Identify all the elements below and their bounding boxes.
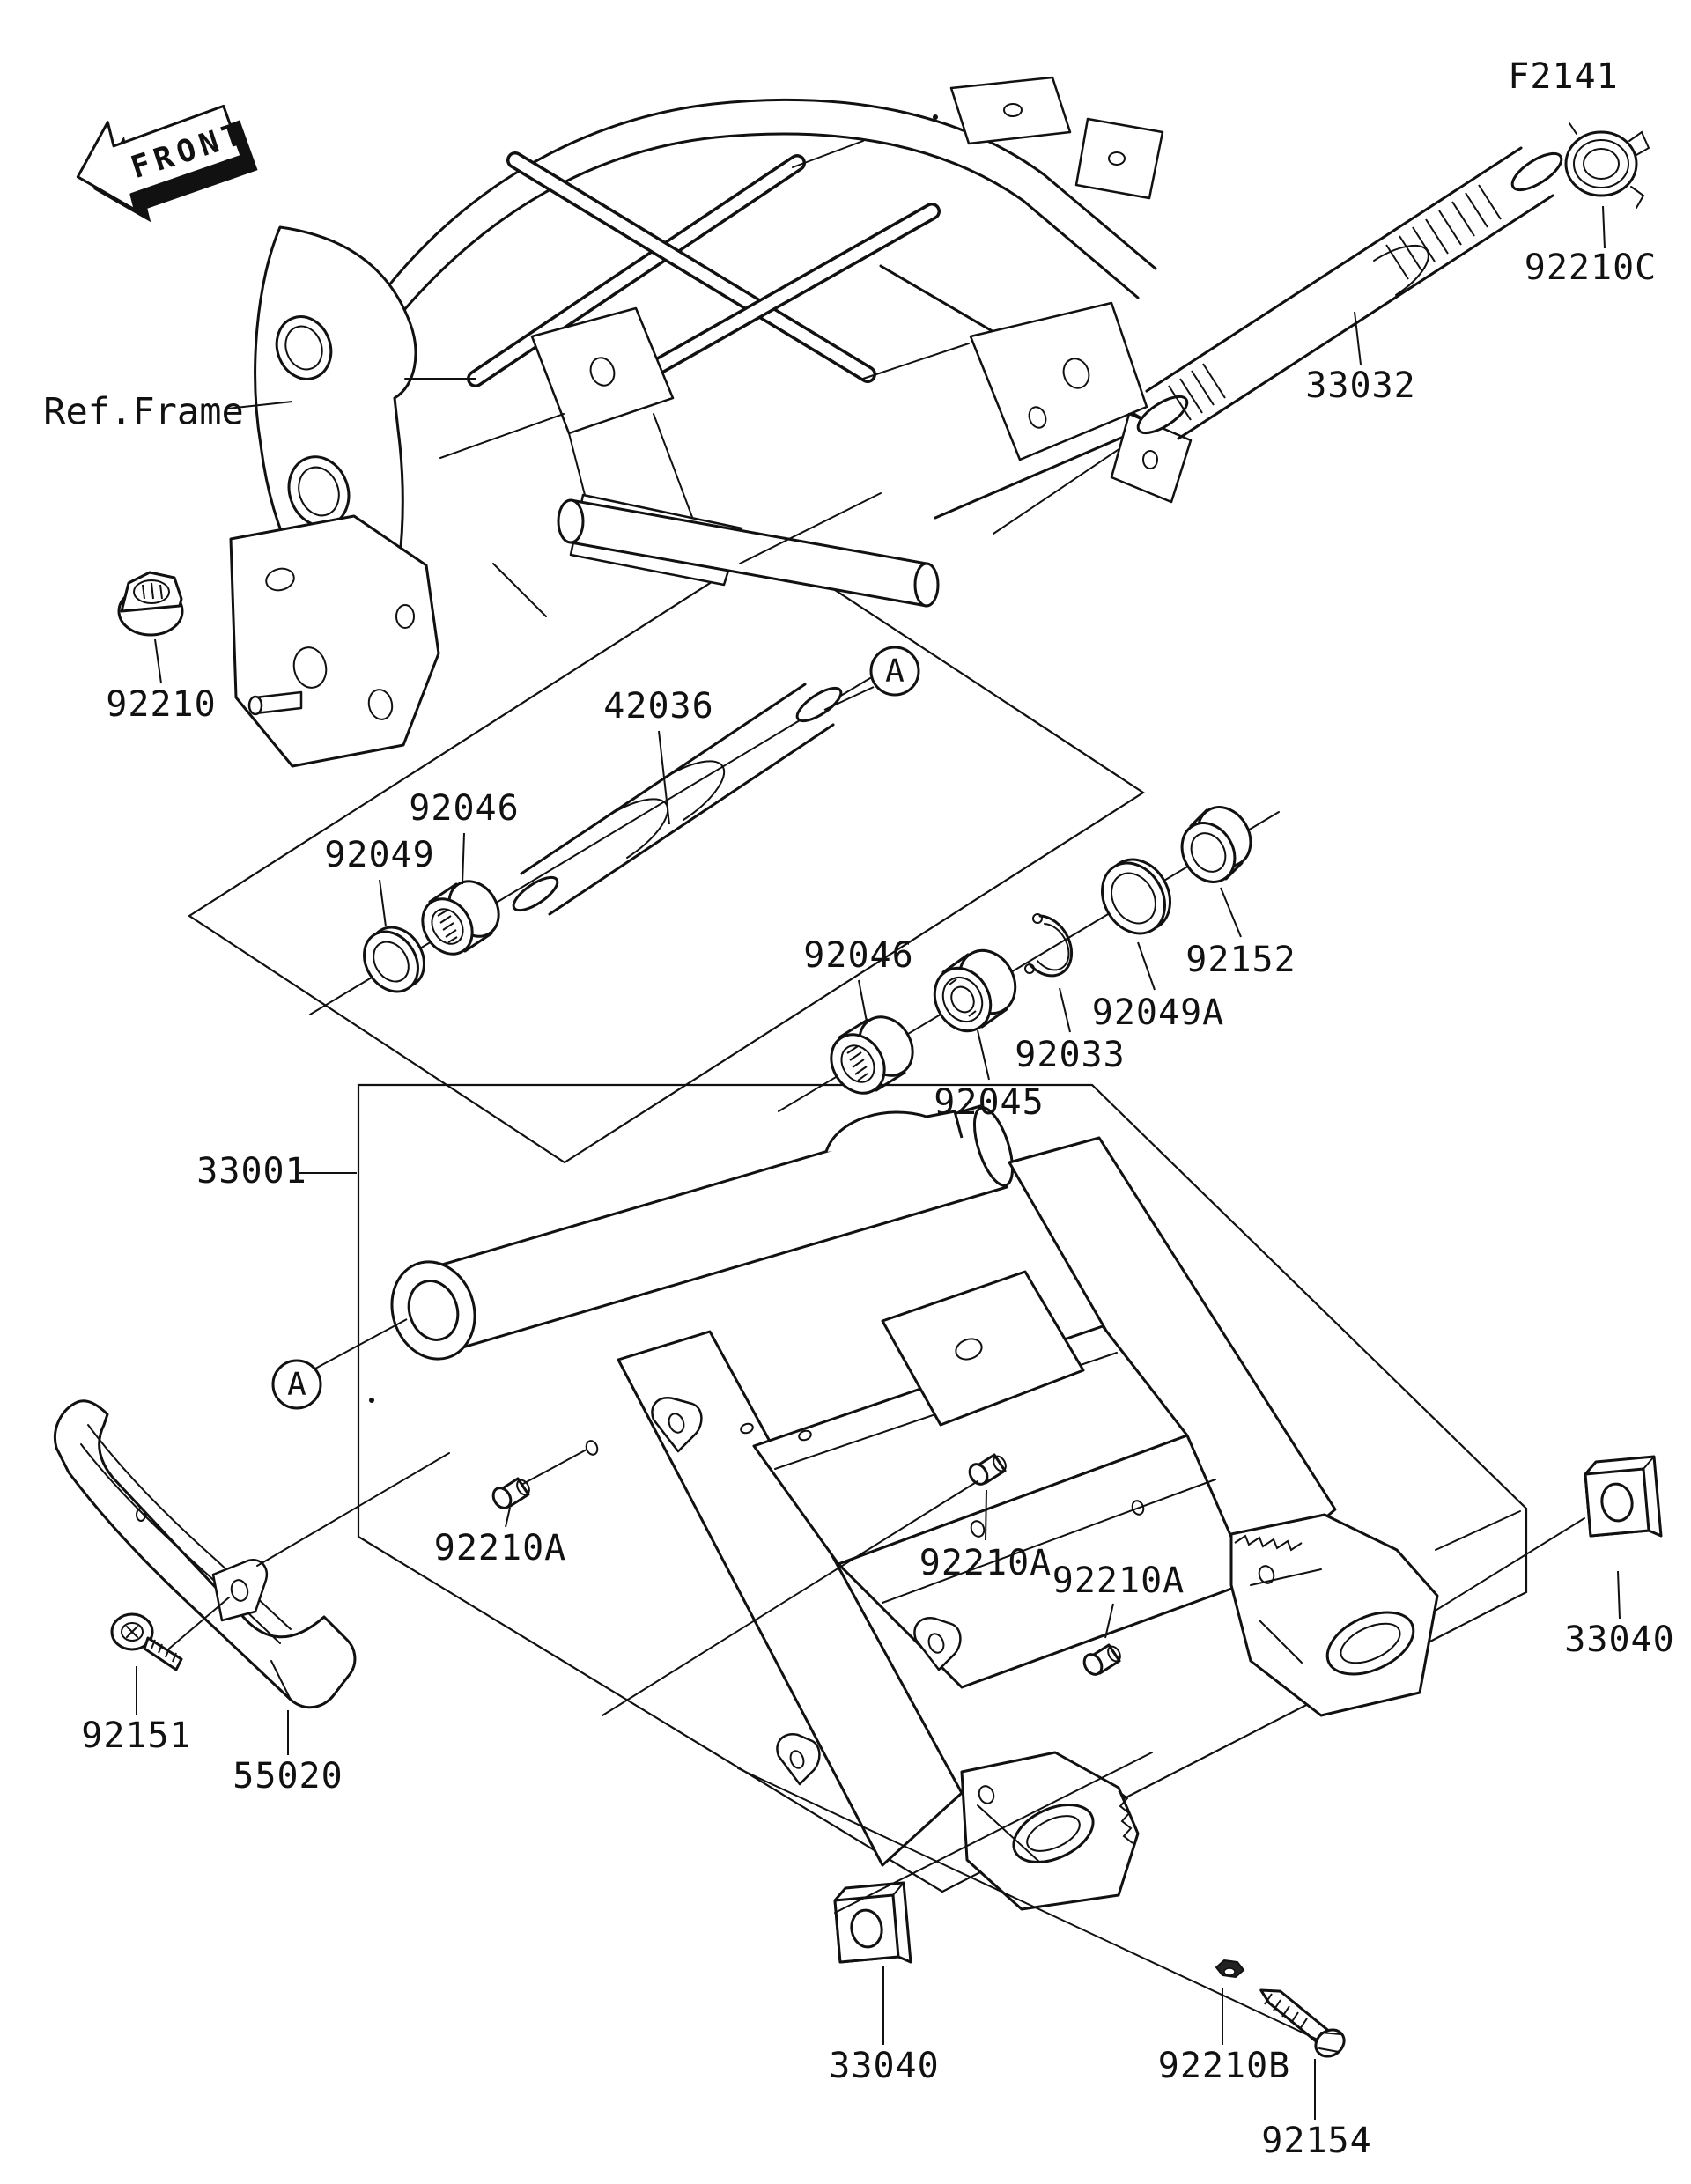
ball-bearing-92045 [933,948,1017,1033]
part-label-55020-17: 55020 [233,1756,343,1797]
screw-92151 [110,1612,183,1671]
part-label-42036-3: 42036 [603,686,713,727]
grease-seal-92049 [363,926,425,993]
auxiliary-leader-lines [168,1449,1585,2040]
frame-drawing [229,76,1193,768]
leader-line [1104,1603,1114,1639]
thread-hatching [1168,184,1502,421]
part-label-92046-6: 92046 [803,935,913,976]
circlip-92033 [1024,913,1074,978]
part-label-92210A-12: 92210A [434,1528,567,1568]
view-box-outlines [187,544,1528,1893]
axle-block-right-33040 [1584,1455,1663,1538]
part-label-92045-7: 92045 [934,1082,1044,1123]
part-label-92152-10: 92152 [1185,940,1296,980]
detail-marker-letter-1: A [287,1367,306,1403]
chain-adjuster-left [960,1751,1140,1911]
collar-92152 [1180,806,1252,883]
print-speck [369,1398,374,1403]
needle-bearing-92046-right [830,1015,914,1095]
leader-line [154,638,162,684]
pivot-shaft-33032 [1136,146,1563,440]
leader-line [1617,1570,1621,1620]
leader-line [505,1507,511,1528]
part-label-92210-2: 92210 [106,684,216,725]
nut-92210B [1215,1959,1245,1979]
part-label-33040-18: 33040 [829,2046,939,2086]
leader-line [1137,941,1156,991]
leader-line [379,879,387,927]
part-label-92210B-19: 92210B [1158,2046,1291,2086]
needle-bearing-92046-left [421,880,500,956]
leader-line [1059,987,1071,1033]
leader-line [1602,205,1606,249]
part-label-92046-4: 92046 [409,788,519,829]
leader-line [977,1029,990,1081]
needle-rollers [437,910,458,943]
lock-nut-92210C [1564,122,1650,209]
grease-seal-92049A [1101,858,1171,935]
part-label-92049A-9: 92049A [1092,992,1225,1033]
ref-frame-label: Ref.Frame [43,390,244,433]
leader-line [858,979,868,1022]
part-label-92049-5: 92049 [324,835,434,875]
detail-marker-circle-1 [271,1359,322,1410]
leader-line [823,686,875,711]
chain-guide-55020 [54,1399,357,1709]
detail-marker-letter-0: A [885,653,905,690]
axle-block-bottom-33040 [833,1881,912,1964]
chain-adjuster-right [1229,1513,1439,1717]
leader-line [1220,887,1242,938]
bolt-92210A-left [491,1477,530,1509]
leader-line [462,832,465,885]
part-label-92154-20: 92154 [1261,2121,1371,2161]
leader-line [226,401,293,410]
leader-line [658,730,670,825]
leader-line [314,1318,408,1369]
page-code: F2141 [1508,56,1618,97]
bolt-92154 [1259,1988,1346,2058]
print-speck [933,114,938,120]
leader-line [1354,311,1362,365]
part-label-33001-11: 33001 [196,1151,306,1192]
front-direction-arrow: FRONT [76,104,258,223]
flange-nut-92210 [117,571,184,637]
swingarm-drawing [390,1104,1439,1911]
bolt-92210A-right [1082,1643,1121,1676]
part-label-92210C-0: 92210C [1525,247,1658,288]
bolt-92210A-middle [968,1453,1007,1486]
part-label-92151-16: 92151 [81,1715,191,1756]
part-label-92033-8: 92033 [1015,1035,1125,1075]
part-label-92210A-14: 92210A [1052,1561,1185,1601]
part-label-33032-1: 33032 [1305,365,1415,406]
part-label-33040-15: 33040 [1564,1620,1674,1660]
detail-marker-circle-0 [869,646,920,697]
part-number-labels: 92210C 33032 92210 42036 92046 92049 92046 9204… [43,205,1674,2161]
part-label-92210A-13: 92210A [919,1543,1052,1583]
